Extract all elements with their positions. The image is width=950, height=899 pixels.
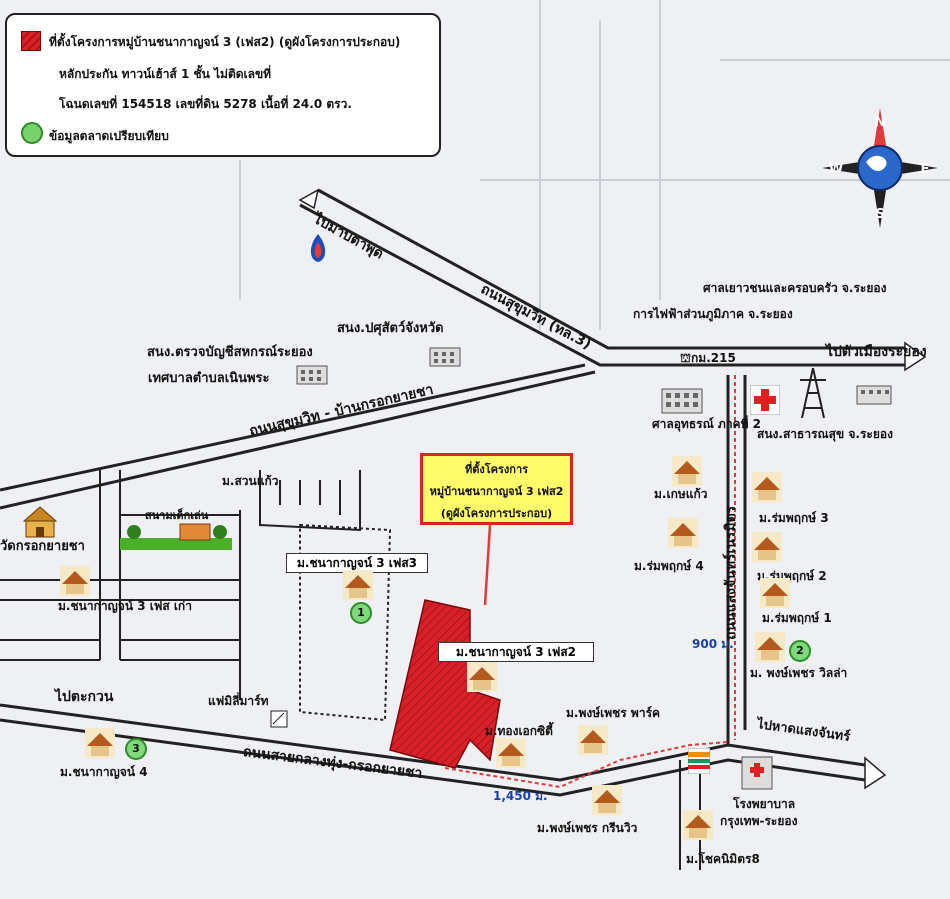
power-tower-icon	[800, 368, 826, 418]
label-rompruk4: ม.ร่มพฤกษ์ 4	[634, 559, 704, 573]
house-icon	[672, 456, 702, 486]
legend-market-data: ข้อมูลตลาดเปรียบเทียบ	[49, 129, 169, 143]
label-rompruk3: ม.ร่มพฤกษ์ 3	[759, 511, 829, 525]
compass-e: E	[921, 162, 930, 177]
map-legend: ที่ตั้งโครงการหมู่บ้านชนากาญจน์ 3 (เฟส2)…	[5, 13, 441, 157]
health-office-building-icon	[856, 385, 892, 405]
temple-icon	[22, 506, 58, 538]
label-phongphet-park: ม.พงษ์เพชร พาร์ค	[566, 706, 661, 720]
label-to-takuan: ไปตะกวน	[55, 689, 114, 705]
compass-icon: N S W E	[822, 108, 938, 228]
playground-icon	[120, 523, 232, 550]
market-swatch-icon	[21, 122, 43, 144]
house-icon	[752, 532, 782, 562]
legend-deed: โฉนดเลขที่ 154518 เลขที่ดิน 5278 เนื้อที…	[59, 97, 352, 111]
house-icon	[343, 570, 373, 600]
house-icon	[60, 566, 90, 596]
house-icon	[683, 810, 713, 840]
label-suan-kaeo: ม.สวนแก้ว	[222, 474, 279, 488]
label-hospital-l2: กรุงเทพ-ระยอง	[720, 814, 798, 828]
milestone-icon: ⛫	[680, 351, 692, 365]
seven-eleven-icon	[688, 748, 710, 774]
label-chanakarn3-phase3: ม.ชนากาญจน์ 3 เฟส3	[286, 553, 428, 573]
label-youth-court: ศาลเยาวชนและครอบครัว จ.ระยอง	[703, 281, 887, 295]
callout-line3: (ดูผังโครงการประกอบ)	[440, 507, 553, 520]
label-family-mart: แฟมิลี่มาร์ท	[208, 694, 269, 708]
label-wat-krok: วัดกรอกยายชา	[0, 539, 85, 554]
house-icon	[496, 738, 526, 768]
callout-line2: หมู่บ้านชนากาญจน์ 3 เฟส2	[429, 485, 564, 498]
court-building-icon	[661, 388, 703, 414]
office-building-icon	[429, 347, 461, 367]
label-hospital-l1: โรงพยาบาล	[733, 797, 796, 811]
label-livestock: สนง.ปศุสัตว์จังหวัด	[337, 321, 444, 336]
label-kesinee-kaeo: ม.เกษแก้ว	[654, 487, 708, 501]
project-site-plot	[389, 599, 501, 769]
label-playground: สนามเด็กเล่น	[145, 509, 209, 522]
label-thong-ek-city: ม.ทองเอกซิตี้	[485, 724, 553, 738]
house-icon	[752, 472, 782, 502]
compass-s: S	[875, 207, 884, 222]
label-health-office: สนง.สาธารณสุข จ.ระยอง	[757, 427, 893, 441]
label-chanakarn4: ม.ชนากาญจน์ 4	[60, 765, 148, 779]
site-swatch-icon	[21, 31, 41, 51]
legend-collateral: หลักประกัน ทาวน์เฮ้าส์ 1 ชั้น ไม่ติดเลขท…	[59, 67, 272, 81]
office-building-icon	[296, 365, 328, 385]
label-noen-phra: เทศบาลตำบลเนินพระ	[148, 371, 270, 386]
family-mart-icon	[270, 710, 288, 728]
label-phongphet-villa: ม. พงษ์เพชร วิลล่า	[750, 666, 848, 680]
compass-n: N	[875, 115, 886, 130]
label-coop-audit: สนง.ตรวจบัญชีสหกรณ์ระยอง	[147, 345, 313, 360]
compass-w: W	[829, 162, 843, 177]
site-callout: ที่ตั้งโครงการ หมู่บ้านชนากาญจน์ 3 เฟส2 …	[420, 453, 573, 525]
house-icon	[592, 785, 622, 815]
km215-text: กม.215	[691, 351, 736, 365]
label-saeng-chan: ถนนแสงจันทร์เนรมิตร	[723, 505, 739, 640]
house-icon	[760, 578, 790, 608]
callout-pointer	[483, 524, 492, 606]
label-appeal-court: ศาลอุทธรณ์ ภาคที่ 2	[652, 417, 762, 431]
label-phongphet-green: ม.พงษ์เพชร กรีนวิว	[537, 821, 638, 835]
market-marker-2: 2	[789, 640, 811, 662]
label-chok-nimit: ม.โชคนิมิตร8	[686, 852, 760, 866]
hospital-building-icon	[741, 756, 773, 790]
market-marker-3: 3	[125, 738, 147, 760]
road-sai-klang	[0, 703, 887, 797]
label-chanakarn3-old: ม.ชนากาญจน์ 3 เฟส เก่า	[58, 599, 192, 613]
house-icon	[467, 662, 497, 692]
ptt-logo-icon	[310, 234, 326, 262]
label-rompruk1: ม.ร่มพฤกษ์ 1	[762, 611, 832, 625]
house-icon	[755, 632, 785, 662]
side-streets	[0, 470, 701, 870]
road-saeng-chan	[726, 375, 747, 745]
callout-line1: ที่ตั้งโครงการ	[464, 463, 529, 476]
road-sukhumvit	[298, 188, 927, 372]
house-icon	[668, 518, 698, 548]
label-to-rayong-city: ไปตัวเมืองระยอง	[826, 344, 927, 360]
house-icon	[578, 725, 608, 755]
legend-site-title: ที่ตั้งโครงการหมู่บ้านชนากาญจน์ 3 (เฟส2)…	[49, 35, 401, 49]
label-chanakarn3-phase2: ม.ชนากาญจน์ 3 เฟส2	[438, 642, 594, 662]
distance-1450: 1,450 ม.	[493, 789, 548, 803]
distance-900: 900 ม.	[692, 637, 734, 651]
red-cross-icon	[750, 385, 780, 415]
market-marker-1: 1	[350, 602, 372, 624]
label-pea: การไฟฟ้าส่วนภูมิภาค จ.ระยอง	[633, 307, 793, 321]
label-km215: ⛫กม.215	[680, 352, 736, 364]
house-icon	[85, 728, 115, 758]
